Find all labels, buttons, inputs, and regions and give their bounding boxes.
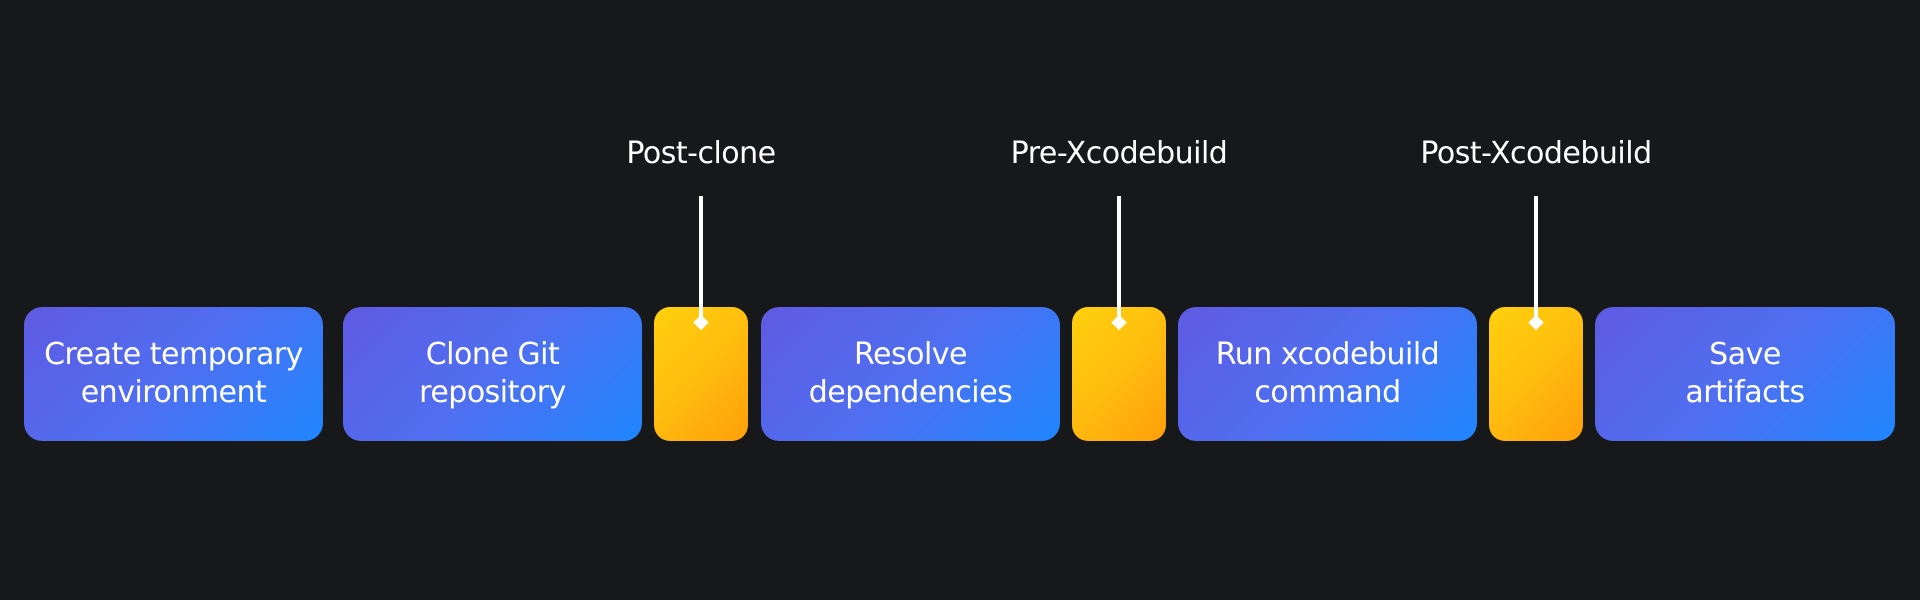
- step-label: Resolve dependencies: [808, 337, 1013, 410]
- step-resolve-dependencies: Resolve dependencies: [761, 307, 1060, 441]
- step-save-artifacts: Save artifacts: [1595, 307, 1895, 441]
- step-label: Run xcodebuild command: [1215, 337, 1440, 410]
- step-label: Create temporary environment: [44, 337, 303, 410]
- connector-line-post-clone: [699, 196, 703, 320]
- connector-line-pre-xcodebuild: [1117, 196, 1121, 320]
- step-clone-repository: Clone Git repository: [343, 307, 642, 441]
- step-run-xcodebuild: Run xcodebuild command: [1178, 307, 1477, 441]
- connector-line-post-xcodebuild: [1534, 196, 1538, 320]
- step-create-environment: Create temporary environment: [24, 307, 323, 441]
- step-label: Save artifacts: [1685, 337, 1805, 410]
- hook-label-post-clone: Post-clone: [626, 136, 776, 171]
- hook-label-pre-xcodebuild: Pre-Xcodebuild: [1010, 136, 1228, 171]
- step-label: Clone Git repository: [419, 337, 566, 410]
- hook-label-post-xcodebuild: Post-Xcodebuild: [1420, 136, 1652, 171]
